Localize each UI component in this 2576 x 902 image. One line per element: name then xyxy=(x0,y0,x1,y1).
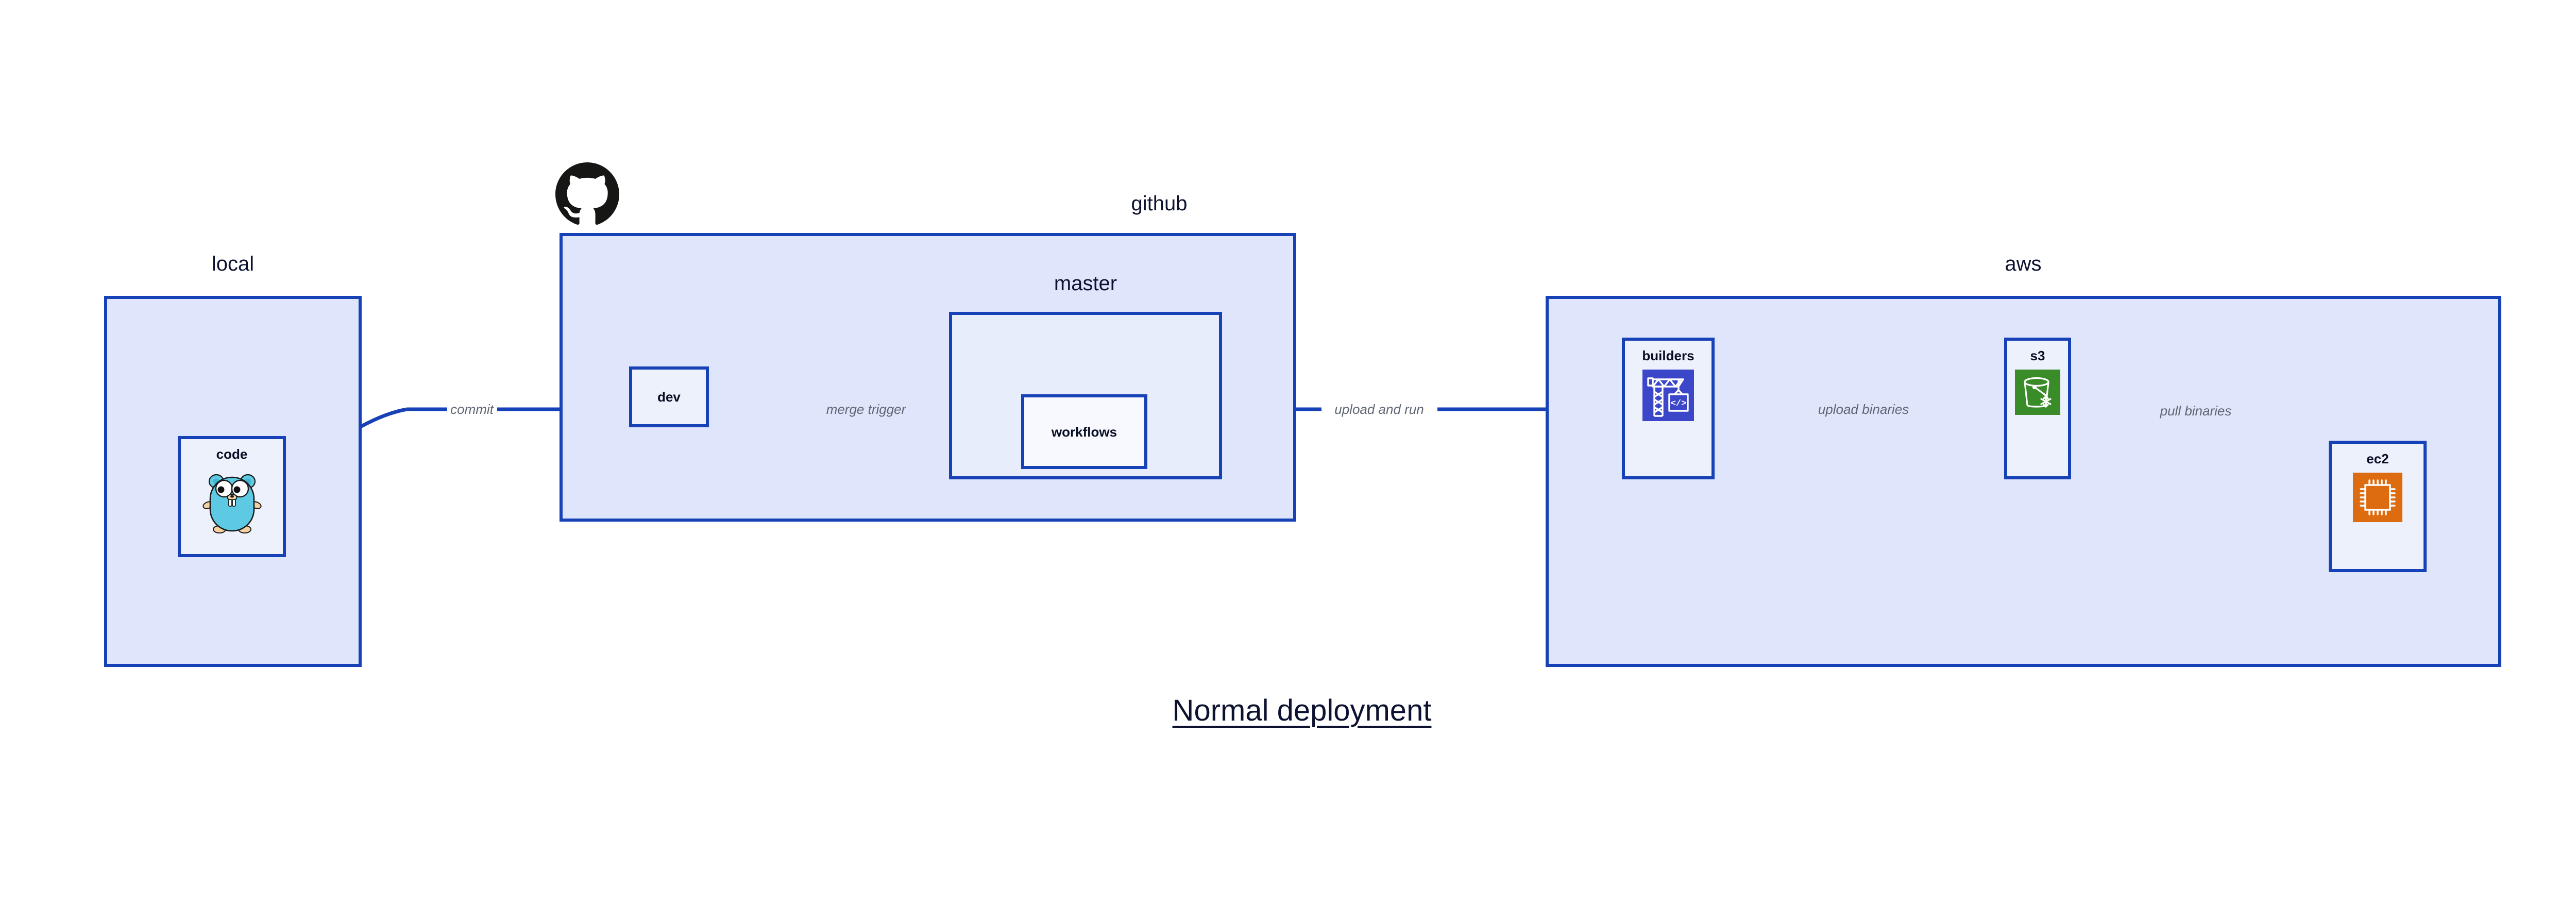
node-workflows-label: workflows xyxy=(1051,424,1117,440)
node-builders-label: builders xyxy=(1642,348,1694,363)
edge-label-upload-and-run: upload and run xyxy=(1334,402,1424,417)
aws-builders-crane-icon: </> xyxy=(1642,370,1694,424)
github-octocat-icon xyxy=(555,162,619,226)
group-aws-label: aws xyxy=(2005,253,2042,275)
diagram-title: Normal deployment xyxy=(1172,694,1432,727)
svg-text:</>: </> xyxy=(1671,399,1687,409)
group-local-label: local xyxy=(211,253,255,275)
node-code[interactable]: code xyxy=(178,436,286,557)
group-master-label: master xyxy=(1054,272,1117,295)
node-dev-label: dev xyxy=(657,389,681,405)
edge-label-upload-binaries: upload binaries xyxy=(1818,402,1909,417)
edge-label-merge-trigger: merge trigger xyxy=(826,402,906,417)
node-builders[interactable]: builders < xyxy=(1622,338,1715,479)
node-s3-label: s3 xyxy=(2030,348,2045,363)
node-dev[interactable]: dev xyxy=(629,366,709,427)
edge-label-commit: commit xyxy=(450,402,494,417)
node-ec2[interactable]: ec2 xyxy=(2329,441,2427,572)
edge-label-pull-binaries: pull binaries xyxy=(2160,403,2232,419)
aws-s3-bucket-icon xyxy=(2015,370,2060,417)
go-gopher-icon xyxy=(202,468,262,538)
node-workflows[interactable]: workflows xyxy=(1021,394,1147,469)
group-github-label: github xyxy=(1131,192,1188,215)
node-ec2-label: ec2 xyxy=(2366,451,2389,466)
node-s3[interactable]: s3 xyxy=(2004,338,2071,479)
node-code-label: code xyxy=(216,446,248,462)
aws-ec2-chip-icon xyxy=(2353,473,2402,525)
